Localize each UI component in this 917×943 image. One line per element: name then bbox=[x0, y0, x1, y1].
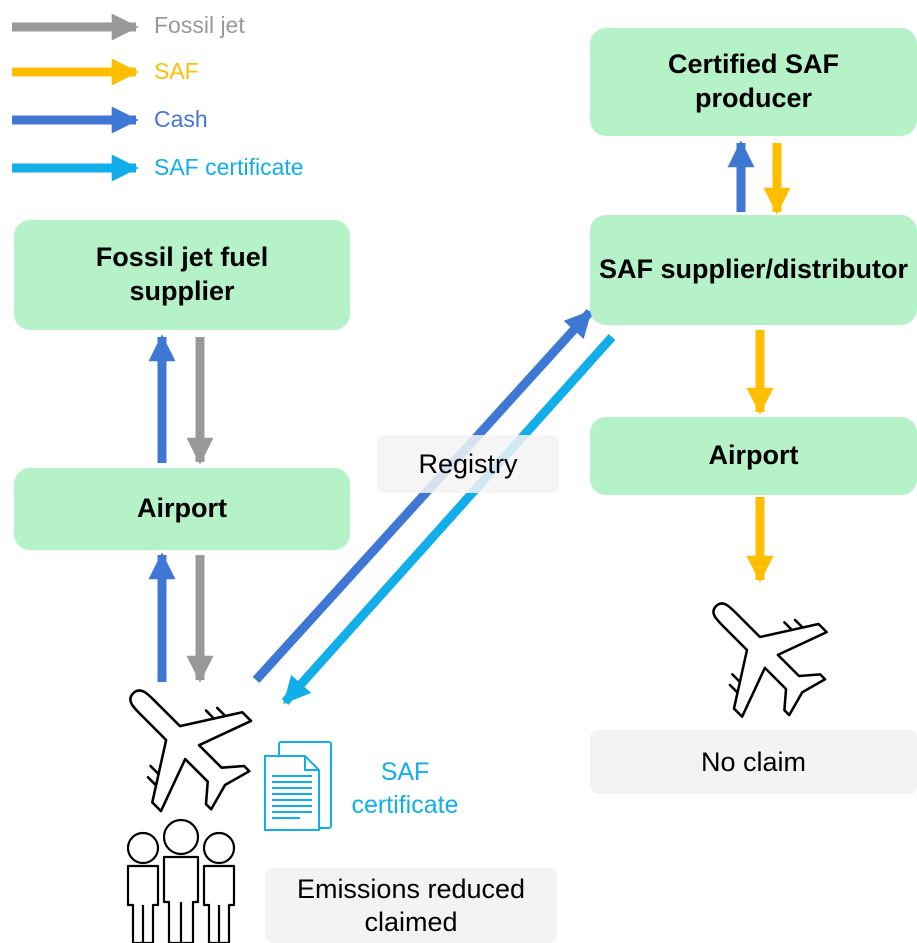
airplane-icon bbox=[712, 602, 828, 718]
arrow-certificate-saf-supplier-to-plane bbox=[281, 333, 616, 706]
registry-label: Registry bbox=[377, 435, 559, 493]
certified-saf-producer-node: Certified SAF producer bbox=[590, 28, 917, 136]
fossil-jet-fuel-supplier-node: Fossil jet fuel supplier bbox=[14, 220, 350, 330]
legend-label-saf: SAF bbox=[154, 58, 199, 84]
airplane-icon bbox=[129, 689, 253, 813]
certificate-document-icon bbox=[264, 741, 332, 831]
legend-label-fossil: Fossil jet bbox=[154, 12, 245, 38]
arrow-cash-plane-to-saf-supplier bbox=[252, 308, 594, 684]
emissions-reduced-claimed-label: Emissions reduced claimed bbox=[265, 868, 557, 943]
airport-left-node: Airport bbox=[14, 468, 350, 550]
saf-certificate-caption: SAF certificate bbox=[351, 758, 459, 819]
legend-label-cash: Cash bbox=[154, 106, 208, 132]
people-icon bbox=[126, 818, 236, 943]
no-claim-label: No claim bbox=[590, 730, 917, 794]
airport-right-node: Airport bbox=[590, 417, 917, 495]
saf-supplier-distributor-node: SAF supplier/distributor bbox=[590, 215, 917, 325]
legend-label-certificate: SAF certificate bbox=[154, 154, 304, 180]
